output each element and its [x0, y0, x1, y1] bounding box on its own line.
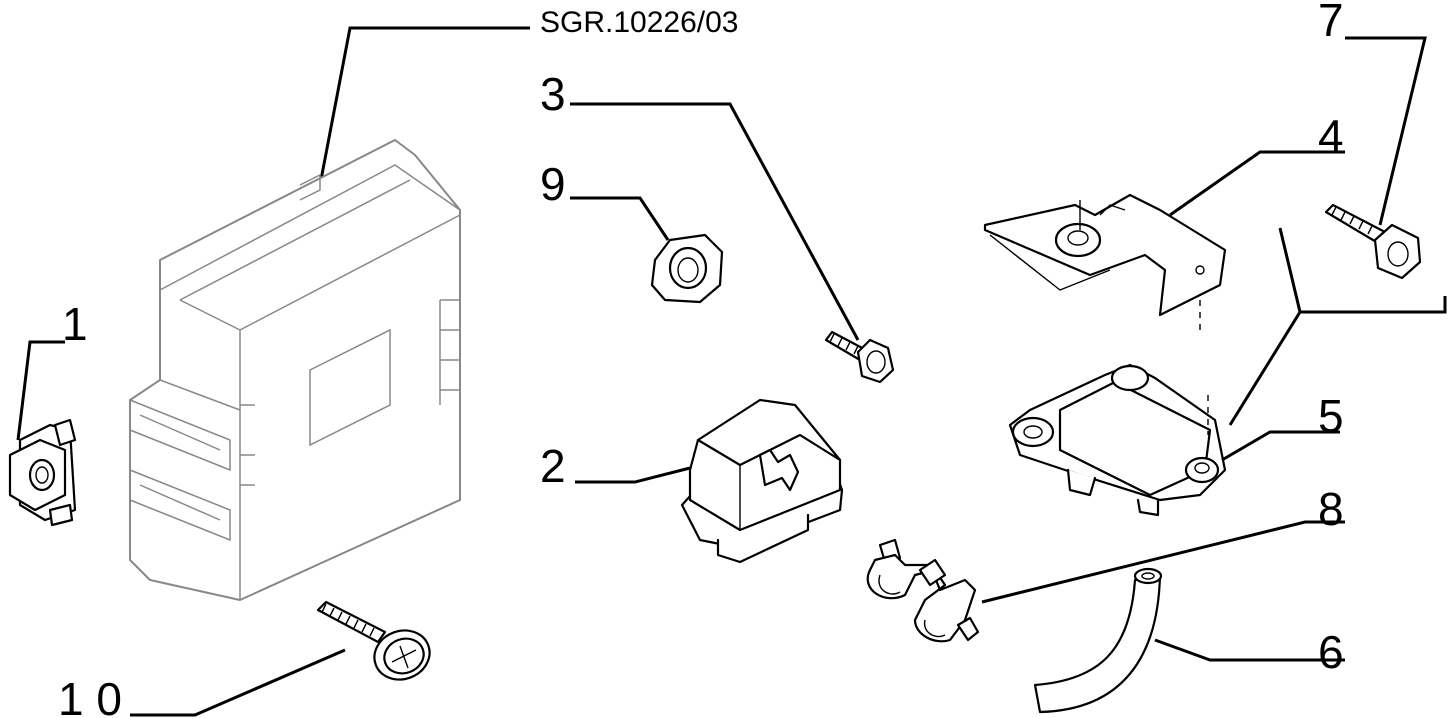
cage-nut-clip: [8, 418, 77, 527]
hex-flange-bolt: [824, 330, 895, 384]
leader-ecu: [318, 26, 530, 186]
flange-nut: [650, 233, 724, 304]
leader-5-group: [1228, 227, 1447, 426]
callout-7: 7: [1318, 0, 1344, 46]
leader-7: [1345, 36, 1427, 226]
sensor-module: [1008, 363, 1227, 517]
leader-8: [981, 520, 1345, 604]
flanged-bolt: [1324, 203, 1422, 280]
callout-8: 8: [1318, 483, 1344, 535]
callout-10: 1 0: [58, 673, 122, 718]
drawing-reference: SGR.10226/03: [540, 6, 738, 39]
leader-1: [16, 340, 65, 441]
ecu-module: [129, 139, 461, 601]
hose: [1033, 567, 1163, 714]
leader-9: [570, 196, 670, 241]
cable-clip: [866, 538, 980, 643]
callout-2: 2: [540, 440, 566, 492]
leader-10: [130, 648, 346, 717]
phillips-screw: [316, 600, 431, 681]
relay: [680, 398, 844, 564]
callout-4: 4: [1318, 110, 1344, 162]
callout-9: 9: [540, 158, 566, 210]
callout-1: 1: [62, 298, 88, 350]
leader-3: [570, 102, 860, 341]
callout-6: 6: [1318, 626, 1344, 678]
leader-2: [575, 466, 691, 484]
leader-5: [1221, 430, 1340, 462]
leader-4: [1169, 150, 1345, 217]
mounting-bracket: [983, 193, 1227, 330]
callout-5: 5: [1318, 390, 1344, 442]
leader-6: [1154, 638, 1345, 662]
callout-3: 3: [540, 68, 566, 120]
